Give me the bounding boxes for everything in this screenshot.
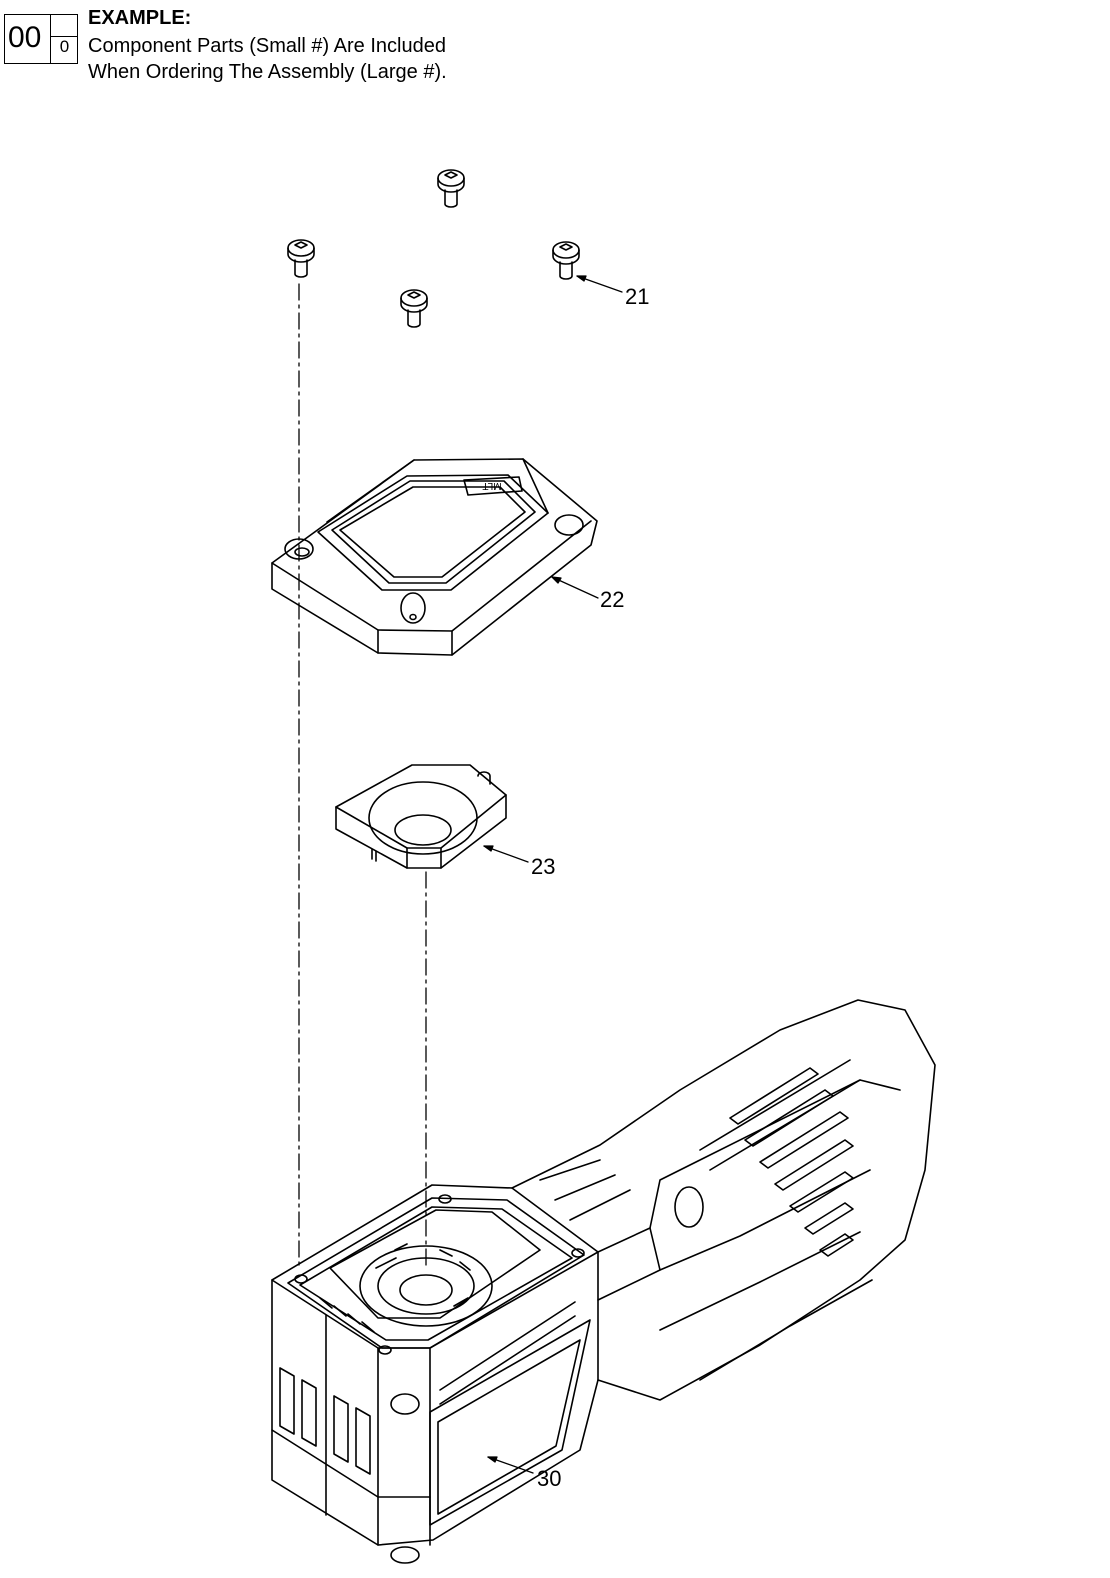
callout-30: 30 <box>537 1466 561 1491</box>
example-component-number: 0 <box>51 36 78 57</box>
legend-line-1: Component Parts (Small #) Are Included <box>88 35 446 57</box>
lens-cover-icon: MLT <box>271 458 598 656</box>
leader-lines <box>483 275 623 1474</box>
callout-22: 22 <box>600 587 624 612</box>
example-component-cell: 0 <box>50 14 78 64</box>
assembly-legend: 00 0 EXAMPLE: Component Parts (Small #) … <box>4 6 524 86</box>
callout-numbers: 21 22 23 30 <box>531 284 649 1491</box>
callout-21: 21 <box>625 284 649 309</box>
callout-23: 23 <box>531 854 555 879</box>
screw-icon <box>287 169 580 328</box>
legend-title: EXAMPLE: <box>88 7 192 29</box>
legend-line-2: When Ordering The Assembly (Large #). <box>88 61 447 83</box>
lens-seal-icon <box>335 764 507 869</box>
assembly-guide-lines <box>298 283 427 1266</box>
example-key-box: 00 0 <box>4 14 78 64</box>
example-assembly-number: 00 <box>8 21 42 54</box>
housing-assembly-icon <box>271 999 936 1564</box>
svg-text:MLT: MLT <box>482 480 501 491</box>
